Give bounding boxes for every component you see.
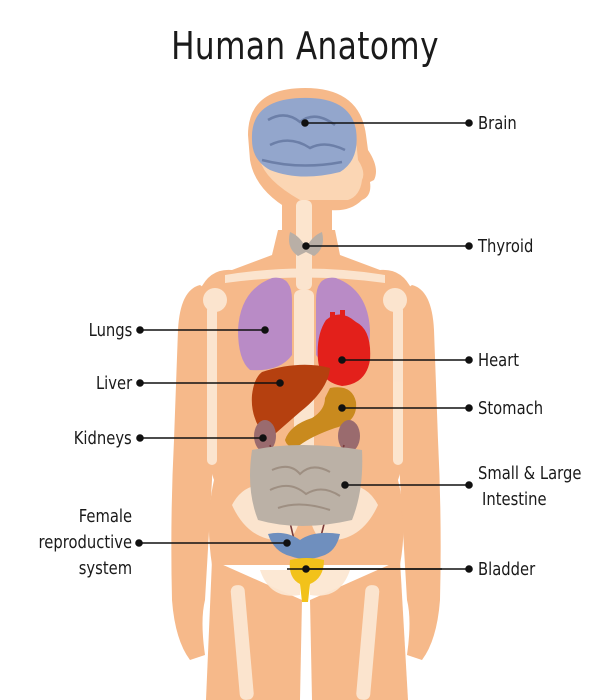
page-title: Human Anatomy	[171, 24, 439, 68]
label-bladder: Bladder	[478, 559, 536, 580]
label-female-line3: system	[78, 558, 132, 579]
label-lungs: Lungs	[88, 320, 132, 341]
brain-organ	[251, 97, 357, 177]
label-stomach: Stomach	[478, 398, 544, 419]
label-female-line1: Female	[78, 506, 132, 527]
thyroid-organ	[289, 232, 323, 256]
label-intestine-line1: Small & Large	[478, 463, 582, 484]
label-intestine-line2: Intestine	[482, 489, 547, 510]
label-female-line2: reproductive	[38, 532, 132, 553]
label-heart: Heart	[478, 350, 520, 371]
label-kidneys: Kidneys	[73, 428, 132, 449]
heart-organ	[317, 310, 371, 386]
stomach-organ	[285, 387, 357, 447]
label-brain: Brain	[478, 113, 517, 134]
label-thyroid: Thyroid	[478, 236, 534, 257]
label-liver: Liver	[95, 373, 132, 394]
leader-lines	[135, 119, 473, 573]
intestine-organ	[250, 445, 363, 526]
